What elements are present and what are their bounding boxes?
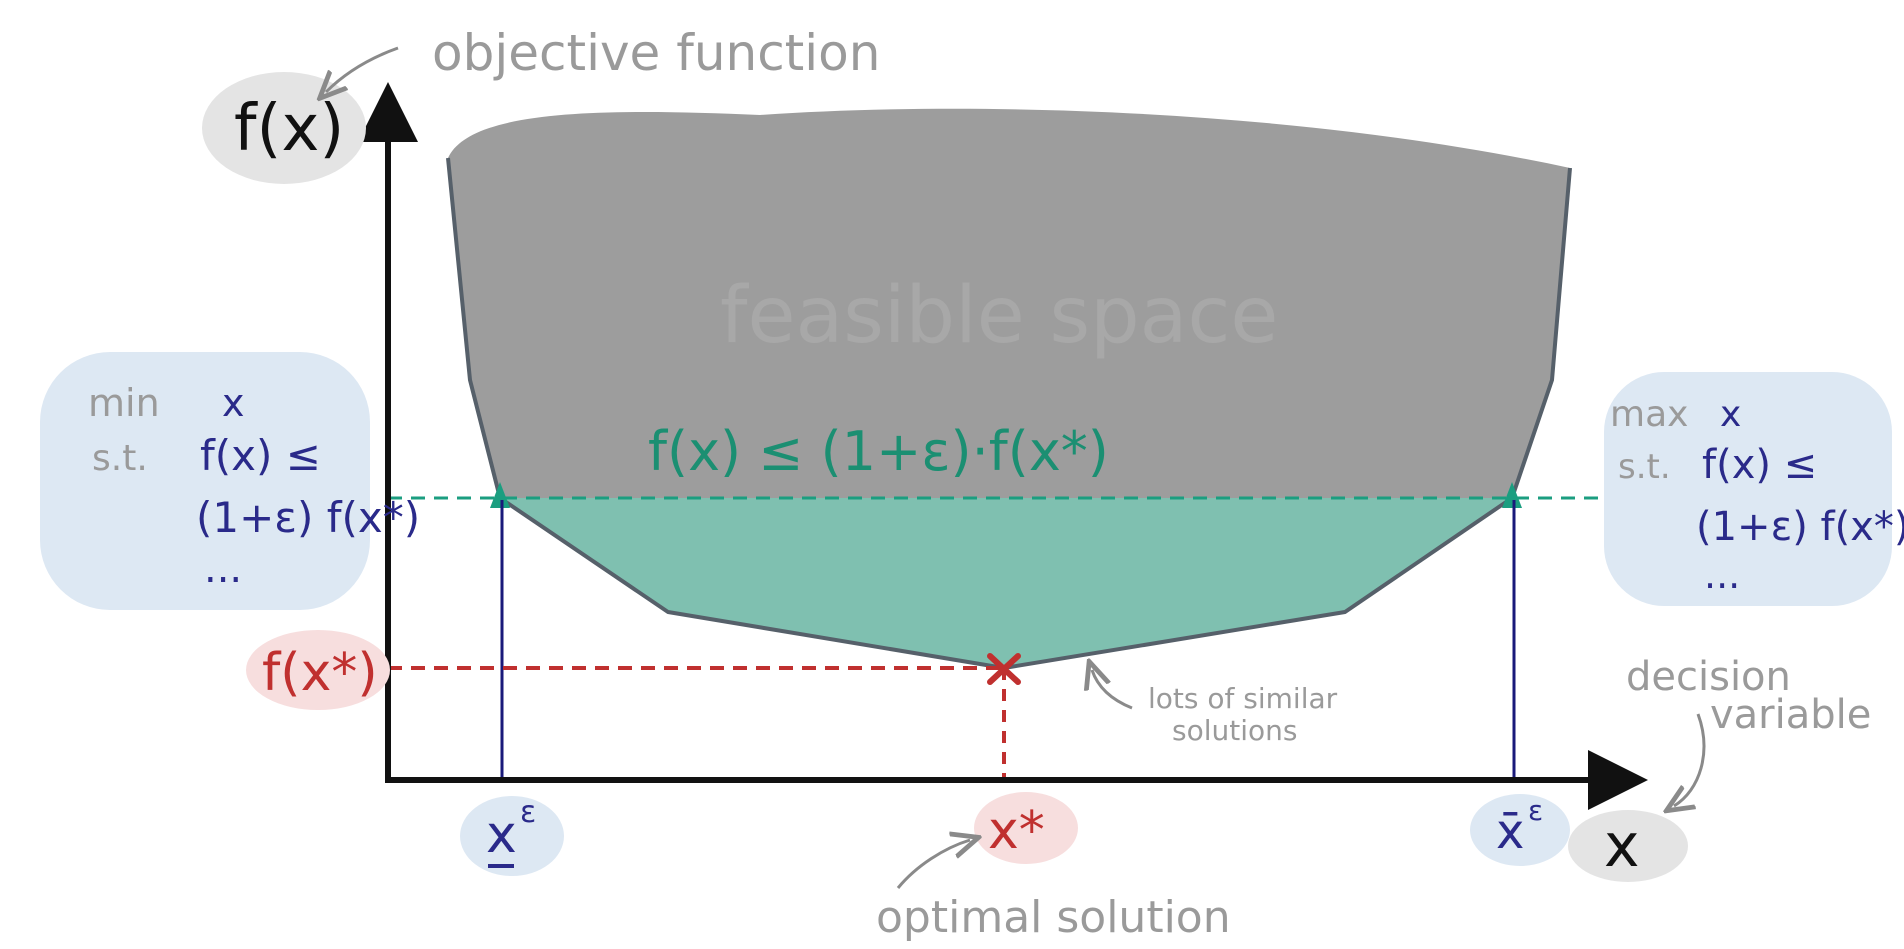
similar-solutions-line2: solutions bbox=[1172, 714, 1297, 747]
min-variable: x bbox=[222, 381, 245, 425]
similar-solutions-arrow bbox=[1092, 670, 1133, 710]
min-constraint-line1: f(x) ≤ bbox=[200, 431, 321, 480]
max-st-keyword: s.t. bbox=[1618, 447, 1671, 487]
min-problem-bg bbox=[40, 352, 370, 610]
x-opt-label: x* bbox=[988, 801, 1045, 861]
x-upper-superscript: ε bbox=[1528, 794, 1543, 827]
x-lower-superscript: ε bbox=[520, 795, 536, 830]
objective-function-arrow bbox=[326, 46, 399, 92]
x-lower-label: x bbox=[486, 805, 517, 865]
decision-variable-line1: decision bbox=[1626, 654, 1791, 700]
max-ellipsis: ... bbox=[1704, 553, 1740, 597]
epsilon-marker-left bbox=[490, 482, 510, 508]
feasible-space-label: feasible space bbox=[720, 271, 1278, 361]
f-opt-label-bg bbox=[246, 630, 390, 710]
max-keyword: max bbox=[1610, 394, 1688, 435]
x-axis-label-bg bbox=[1568, 810, 1688, 882]
f-axis-label: f(x) bbox=[234, 92, 344, 166]
optimum-marker bbox=[987, 653, 1021, 685]
x-opt-label-bg bbox=[974, 792, 1078, 864]
optimal-solution-arrow bbox=[896, 840, 970, 889]
f-opt-label: f(x*) bbox=[262, 643, 378, 703]
max-constraint-line1: f(x) ≤ bbox=[1702, 442, 1817, 488]
x-upper-label-bg bbox=[1470, 794, 1570, 866]
x-lower-label-bg bbox=[460, 796, 564, 876]
x-axis-label: x bbox=[1604, 811, 1640, 881]
similar-solutions-line1: lots of similar bbox=[1148, 682, 1338, 715]
min-st-keyword: s.t. bbox=[92, 438, 148, 479]
min-ellipsis: ... bbox=[204, 546, 242, 592]
objective-function-label: objective function bbox=[432, 24, 880, 82]
max-constraint-line2: (1+ε) f(x*) bbox=[1696, 504, 1904, 550]
optimal-solution-label: optimal solution bbox=[876, 892, 1231, 943]
min-constraint-line2: (1+ε) f(x*) bbox=[196, 493, 420, 542]
min-keyword: min bbox=[88, 381, 160, 425]
max-problem-bg bbox=[1604, 372, 1892, 606]
near-optimal-region bbox=[500, 498, 1512, 668]
max-variable: x bbox=[1720, 394, 1741, 435]
x-upper-label: x̄ bbox=[1496, 804, 1524, 860]
epsilon-marker-right bbox=[1502, 482, 1522, 508]
decision-variable-line2: variable bbox=[1710, 692, 1871, 738]
constraint-label: f(x) ≤ (1+ε)·f(x*) bbox=[648, 420, 1109, 483]
decision-variable-arrow bbox=[1674, 713, 1706, 806]
